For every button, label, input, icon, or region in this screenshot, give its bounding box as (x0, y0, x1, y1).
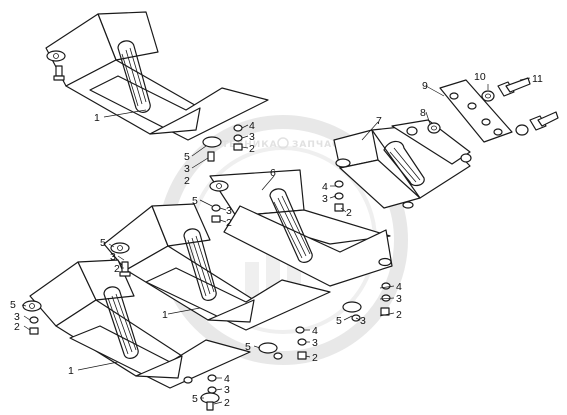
callout-2: 2 (114, 263, 120, 275)
leader-lines (21, 77, 531, 405)
callout-3: 3 (249, 131, 255, 143)
callout-2: 2 (226, 217, 232, 229)
callout-3: 3 (396, 293, 402, 305)
callout-2: 2 (346, 207, 352, 219)
callout-5: 5 (100, 237, 106, 249)
bracket-part-6 (209, 169, 393, 287)
bolt-plate-lower (515, 111, 559, 136)
bracket-top (45, 11, 269, 141)
callout-10: 10 (474, 71, 486, 83)
callout-3: 3 (312, 337, 318, 349)
fastener-stack-8 (29, 316, 39, 335)
callout-2: 2 (184, 175, 190, 187)
callout-4: 4 (396, 281, 402, 293)
callout-2: 2 (224, 397, 230, 409)
watermark-left-text: ТЕХНИКА (222, 140, 278, 150)
bracket-bottom (22, 259, 251, 389)
callout-8: 8 (420, 107, 426, 119)
callout-7: 7 (376, 115, 382, 127)
callout-3: 3 (322, 193, 328, 205)
fastener-stack-1 (202, 124, 243, 162)
callout-2: 2 (396, 309, 402, 321)
fastener-stack-5 (342, 282, 391, 322)
callout-2: 2 (249, 143, 255, 155)
callout-1: 1 (68, 365, 74, 377)
callout-3: 3 (184, 163, 190, 175)
bracket-part-7 (333, 119, 472, 209)
washer-part-8 (427, 122, 441, 134)
callout-4: 4 (224, 373, 230, 385)
callout-3: 3 (226, 205, 232, 217)
callout-3: 3 (224, 384, 230, 396)
fastener-stack-3 (211, 204, 221, 223)
callout-4: 4 (312, 325, 318, 337)
callout-3: 3 (14, 311, 20, 323)
callout-5: 5 (192, 393, 198, 405)
callout-5: 5 (336, 315, 342, 327)
callout-11: 11 (532, 73, 543, 85)
plate-part-9 (439, 79, 513, 143)
callout-1: 1 (94, 112, 100, 124)
watermark-right-text: ЗАПЧАСТИ (292, 140, 355, 150)
fastener-stack-7 (183, 374, 220, 411)
fastener-stack-2 (334, 180, 344, 212)
bracket-middle (103, 203, 331, 331)
fastener-stack-4 (119, 261, 131, 277)
callout-labels: 1 1 1 4 3 2 5 3 2 6 7 8 9 10 11 4 3 2 5 … (10, 71, 543, 409)
callout-9: 9 (422, 80, 428, 92)
washer-part-10 (481, 90, 495, 102)
callout-4: 4 (322, 181, 328, 193)
callout-2: 2 (14, 321, 20, 333)
callout-1: 1 (162, 309, 168, 321)
callout-5: 5 (10, 299, 16, 311)
callout-4: 4 (249, 120, 255, 132)
callout-5: 5 (192, 195, 198, 207)
callout-5: 5 (245, 341, 251, 353)
callout-3: 3 (110, 251, 116, 263)
callout-6: 6 (270, 167, 276, 179)
bolt-part-11 (497, 77, 531, 97)
callout-5: 5 (184, 151, 190, 163)
callout-3: 3 (360, 315, 366, 327)
callout-2: 2 (312, 352, 318, 364)
bolt-top-left (53, 65, 65, 81)
